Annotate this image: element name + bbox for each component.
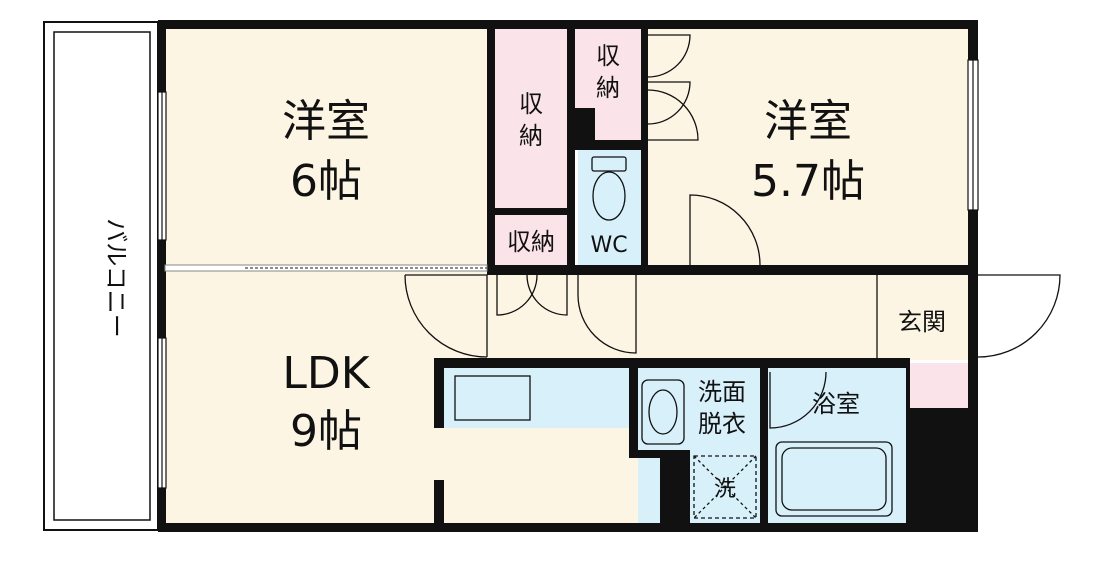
western-room-left-size: 6帖	[290, 156, 362, 207]
ldk-size: 9帖	[290, 406, 362, 457]
western-room-right-name: 洋室	[764, 96, 852, 147]
floor-storage-top-left	[495, 28, 567, 208]
fixtures	[454, 156, 893, 519]
storage-top-right-line1: 収	[596, 42, 620, 70]
western-room-left-name: 洋室	[282, 96, 370, 147]
door-swings	[404, 34, 1061, 429]
floor-kitchen	[444, 368, 629, 428]
floor-shoe-storage	[906, 363, 968, 408]
floor-washroom	[638, 368, 768, 523]
sliding-partition	[164, 264, 488, 272]
storage-top-left-line1: 収	[519, 90, 543, 118]
washroom-line2: 脱衣	[698, 410, 746, 438]
toilet-label: WC	[590, 233, 627, 258]
floor-entrance	[877, 275, 968, 360]
floor-western-room-right	[648, 28, 968, 270]
floor-hallway	[487, 275, 877, 360]
balcony-label: バルコニー	[102, 218, 130, 338]
walls	[158, 20, 978, 532]
balcony	[43, 21, 159, 531]
ldk-name: LDK	[282, 348, 370, 399]
floor-toilet	[578, 150, 641, 265]
washing-machine-label: 洗	[714, 477, 736, 502]
storage-top-left-line2: 納	[519, 122, 543, 150]
western-room-right-size: 5.7帖	[751, 156, 865, 207]
floor-bathroom	[768, 368, 906, 523]
floor-western-room-left	[165, 28, 487, 270]
entrance-label: 玄関	[898, 308, 946, 336]
washroom-line1: 洗面	[698, 378, 746, 406]
floor-storage-small	[495, 215, 567, 265]
storage-top-right-line2: 納	[596, 74, 620, 102]
storage-small-label: 収納	[507, 228, 555, 256]
windows	[157, 59, 979, 489]
bathroom-label: 浴室	[812, 390, 860, 418]
